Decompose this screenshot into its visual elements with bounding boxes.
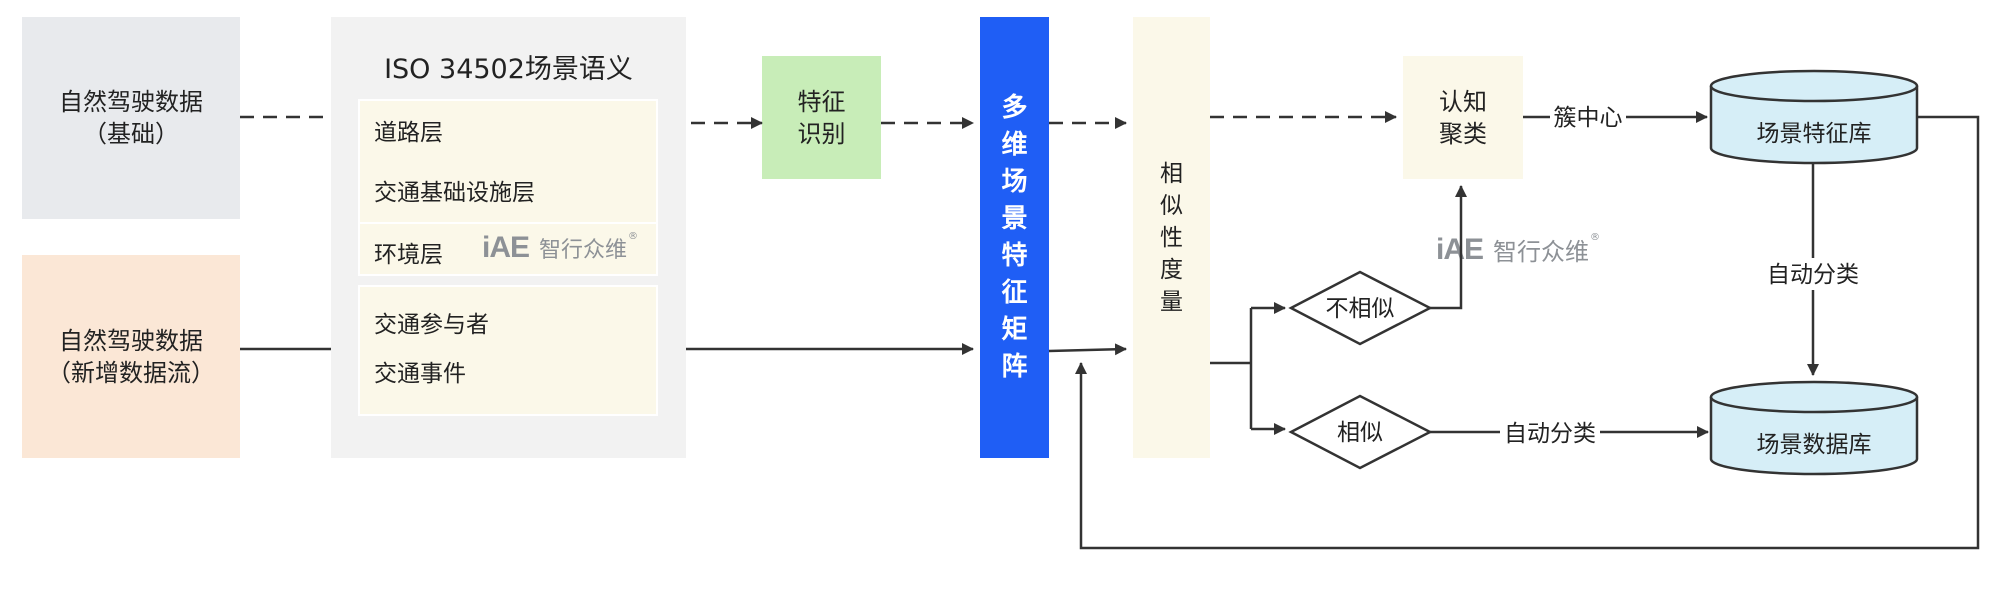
new-box-line2: （新增数据流）	[47, 358, 215, 387]
watermark-logo: iAE 智行众维 ®	[482, 231, 638, 265]
edge-similarity-split	[1210, 308, 1253, 429]
iso-34502-title: ISO 34502场景语义	[384, 54, 633, 85]
cluster-line1: 认知	[1439, 87, 1487, 116]
watermark-registered: ®	[628, 231, 639, 242]
edge-feedback-loop	[1075, 115, 1980, 550]
auto-class-label-vertical: 自动分类	[1767, 262, 1859, 288]
watermark-logo-mark: iAE	[1436, 232, 1484, 266]
layer-group-road-infrastructure: 道路层 交通基础设施层	[358, 99, 658, 230]
decision-similar	[1288, 394, 1433, 470]
feature-id-line1: 特征	[797, 87, 846, 116]
decision-not-similar	[1288, 270, 1433, 346]
similarity-char: 性	[1160, 224, 1183, 251]
matrix-char: 景	[1001, 203, 1028, 234]
auto-class-label-horizontal: 自动分类	[1504, 421, 1596, 447]
matrix-char: 多	[1001, 92, 1028, 123]
natural-driving-data-base-box: 自然驾驶数据 （基础）	[22, 17, 240, 219]
feature-db-cylinder	[1709, 86, 1919, 165]
feature-db-label: 场景特征库	[1757, 121, 1872, 147]
iso-34502-panel: ISO 34502场景语义 道路层 交通基础设施层 环境层 iAE 智行众维 ®…	[331, 17, 686, 458]
similarity-char: 量	[1160, 288, 1183, 315]
scene-db-top	[1709, 380, 1919, 414]
layer-traffic-participants: 交通参与者	[374, 312, 489, 338]
watermark-text: 智行众维	[539, 238, 628, 263]
matrix-char: 场	[1001, 166, 1028, 197]
base-box-line1: 自然驾驶数据	[59, 88, 203, 116]
edge-matrix-to-similarity-solid	[1048, 343, 1127, 356]
scene-db-label: 场景数据库	[1757, 432, 1872, 458]
layer-traffic-events: 交通事件	[374, 361, 466, 387]
watermark-text: 智行众维	[1493, 238, 1590, 266]
layer-road: 道路层	[374, 120, 443, 146]
natural-driving-data-new-box: 自然驾驶数据 （新增数据流）	[22, 255, 240, 458]
similarity-char: 相	[1160, 160, 1183, 187]
base-box-line2: （基础）	[83, 120, 179, 148]
layer-environment: 环境层	[374, 242, 443, 268]
layer-group-participants-events: 交通参与者 交通事件	[358, 285, 658, 416]
watermark-logo-center: iAE 智行众维 ®	[1436, 232, 1600, 267]
scene-db-cylinder	[1709, 397, 1919, 476]
cognitive-clustering-box: 认知 聚类	[1403, 56, 1523, 179]
layer-group-environment: 环境层 iAE 智行众维 ®	[358, 222, 658, 276]
feature-identification-box: 特征 识别	[762, 56, 881, 179]
matrix-char: 矩	[1001, 314, 1028, 345]
cluster-center-label: 簇中心	[1554, 105, 1623, 131]
feature-id-line2: 识别	[797, 119, 846, 148]
matrix-char: 维	[1001, 129, 1028, 160]
similar-label: 相似	[1337, 420, 1383, 446]
not-similar-label: 不相似	[1326, 296, 1395, 322]
similarity-measure-box: 相 似 性 度 量	[1133, 17, 1210, 458]
layer-traffic-infrastructure: 交通基础设施层	[374, 180, 535, 206]
scene-feature-matrix-bar: 多 维 场 景 特 征 矩 阵	[980, 17, 1049, 458]
watermark-logo-mark: iAE	[482, 231, 530, 264]
new-box-line1: 自然驾驶数据	[59, 326, 203, 355]
matrix-char: 特	[1001, 240, 1028, 271]
similarity-char: 度	[1160, 256, 1183, 283]
similarity-char: 似	[1160, 192, 1183, 219]
matrix-char: 征	[1001, 277, 1028, 308]
matrix-char: 阵	[1001, 351, 1028, 382]
cluster-line2: 聚类	[1439, 119, 1487, 148]
feature-db-top	[1709, 69, 1919, 103]
watermark-registered: ®	[1590, 232, 1601, 243]
